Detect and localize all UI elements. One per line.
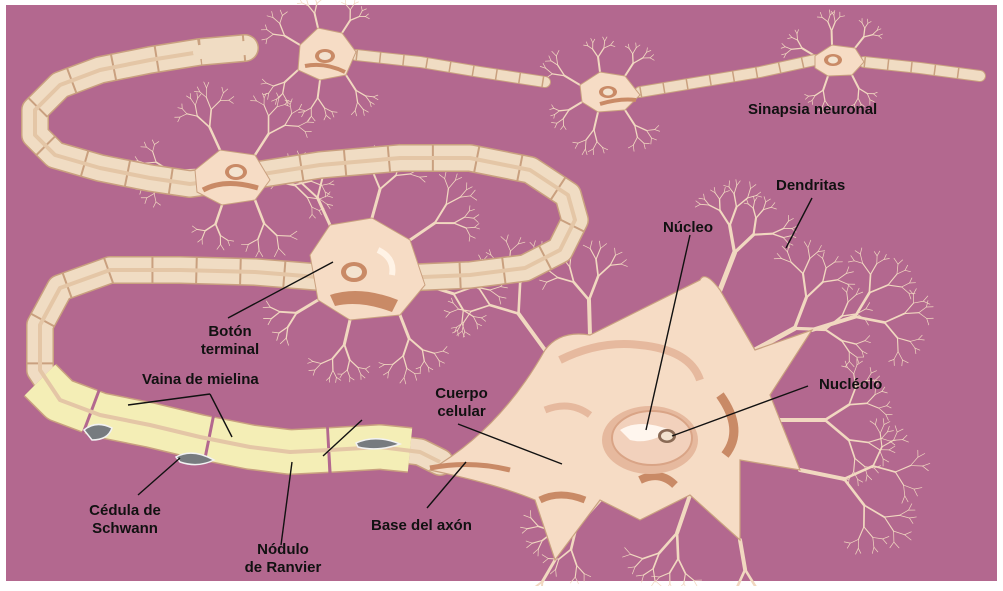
axon-top-end (200, 48, 245, 52)
dendrite-branch (548, 558, 559, 559)
label-nucleo: Núcleo (663, 219, 713, 237)
label-celula-line1: Cédula de (70, 502, 180, 520)
dendrite-branch (280, 312, 297, 313)
label-boton-line2: terminal (175, 341, 285, 359)
dendrite-branch (589, 300, 590, 335)
label-vaina-de-mielina: Vaina de mielina (142, 371, 259, 389)
dendrite-branch (720, 199, 721, 211)
dendrite-branch (797, 34, 798, 40)
label-nodulo-de-ranvier: Nódulo de Ranvier (228, 541, 338, 577)
dendrite-branch (677, 533, 678, 559)
label-cuerpo-line2: celular (414, 403, 509, 421)
label-nodulo-line2: de Ranvier (228, 559, 338, 577)
label-celula-line2: Schwann (70, 520, 180, 538)
dendrite-branch (519, 284, 521, 314)
label-nodulo-line1: Nódulo (228, 541, 338, 559)
label-boton-line1: Botón (175, 323, 285, 341)
label-celula-de-schwann: Cédula de Schwann (70, 502, 180, 538)
diagram-background (6, 5, 997, 581)
label-boton-terminal: Botón terminal (175, 323, 285, 359)
label-cuerpo-line1: Cuerpo (414, 385, 509, 403)
label-base-del-axon: Base del axón (371, 517, 472, 535)
dendrite-branch (754, 234, 773, 235)
label-dendritas: Dendritas (776, 177, 845, 195)
dendrite-branch (897, 338, 898, 352)
label-cuerpo-celular: Cuerpo celular (414, 385, 509, 421)
dendrite-branch (869, 274, 870, 292)
dendrite-branch (858, 88, 859, 98)
label-nucleolo: Nucléolo (819, 376, 882, 394)
label-sinapsia-neuronal: Sinapsia neuronal (748, 101, 877, 119)
dendrite-branch (277, 236, 290, 237)
